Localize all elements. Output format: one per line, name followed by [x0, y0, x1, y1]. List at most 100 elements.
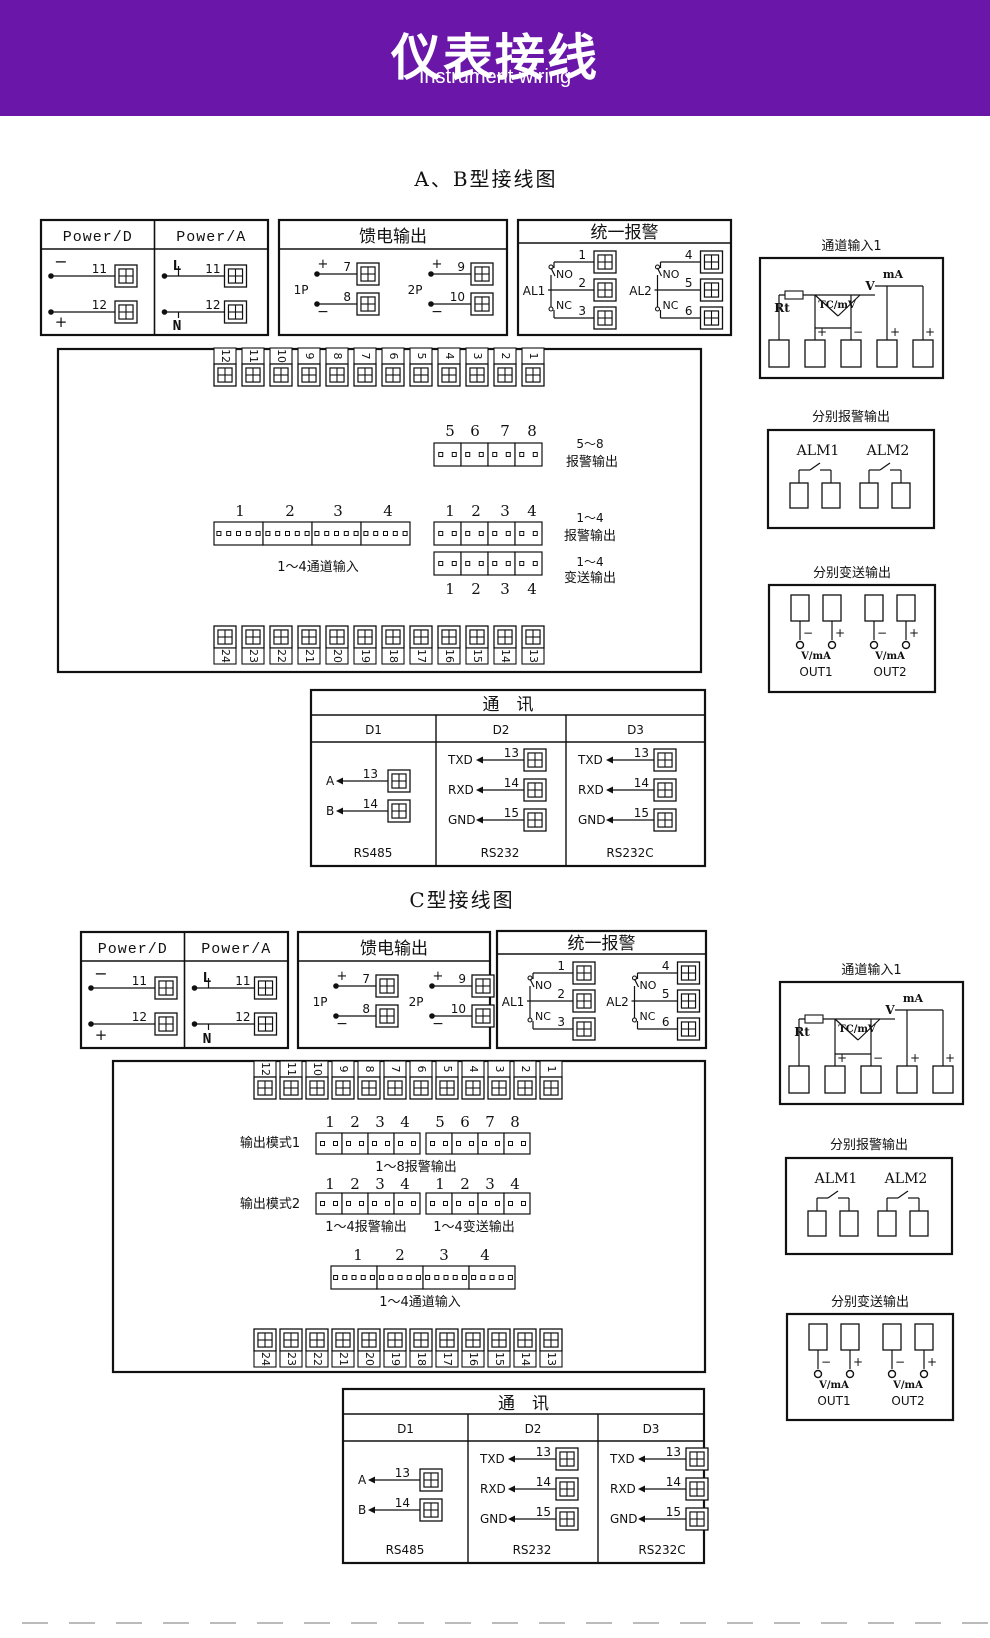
terminal-number: 11	[205, 262, 220, 276]
screw-terminal-icon	[269, 625, 293, 649]
terminal-strip-cell: 11	[241, 347, 265, 387]
input-terminal	[768, 339, 790, 368]
plus-sign: +	[318, 257, 329, 272]
screw-terminal-icon	[357, 1328, 381, 1352]
slot-pin	[398, 1201, 403, 1206]
terminal-number: 22	[311, 1352, 324, 1366]
plus-sign: +	[433, 969, 444, 984]
terminal-tab	[381, 647, 405, 665]
screw-terminal-icon	[653, 808, 677, 832]
terminal-number: 14	[666, 1475, 681, 1489]
slot-number: 5	[445, 422, 455, 440]
output-terminal-body	[808, 1323, 828, 1351]
arrow-icon	[336, 777, 343, 785]
slot-frame	[393, 1192, 421, 1215]
terminal-number: 15	[536, 1505, 551, 1519]
arrow-icon	[476, 786, 483, 794]
slot-pin	[465, 561, 471, 566]
screw-terminal-icon	[353, 625, 377, 649]
slot-pin	[519, 531, 525, 536]
slot-pin	[236, 531, 241, 536]
terminal-strip-cell: 17	[435, 1328, 459, 1368]
terminal-strip-cell: 9	[297, 347, 321, 387]
terminal-tab	[521, 647, 545, 665]
alm-label: ALM2	[866, 443, 910, 459]
wire	[857, 1018, 881, 1041]
terminal-number: 17	[415, 649, 428, 663]
screw-terminal-icon	[572, 961, 596, 985]
screw-terminal-icon	[493, 363, 517, 387]
slot-pin	[461, 1275, 467, 1280]
plus-sign: +	[432, 257, 443, 272]
screw-terminal-icon	[383, 1076, 407, 1100]
terminal-strip-cell: 3	[487, 1060, 511, 1100]
terminal-number: 19	[389, 1352, 402, 1366]
slot-frame	[360, 521, 411, 546]
pin-slot	[367, 1132, 395, 1155]
slot-pin	[505, 561, 511, 566]
live-label: L	[173, 258, 182, 275]
col-d3: D3	[643, 1422, 660, 1436]
slot-pin	[363, 531, 369, 536]
slot-number: 1	[235, 502, 245, 520]
out-label: OUT1	[799, 665, 832, 679]
slot-caption: 1～4变送输出	[433, 1219, 515, 1235]
slot-pin	[508, 1201, 513, 1206]
pin-slot	[213, 521, 264, 546]
terminal-strip-cell: 21	[331, 1328, 355, 1368]
terminal-number: 8	[363, 1066, 376, 1073]
screw-terminal-icon	[676, 961, 701, 985]
slot-pin	[498, 1275, 504, 1280]
terminal-tab	[493, 647, 517, 665]
terminal-strip-cell: 8	[325, 347, 349, 387]
terminal-number: 21	[337, 1352, 350, 1366]
slot-number: 2	[471, 580, 481, 598]
slot-pin	[265, 531, 271, 536]
terminal-tab	[353, 647, 377, 665]
mode-label: 输出模式2	[240, 1196, 300, 1212]
signal-label: RXD	[578, 783, 604, 797]
alm-label: ALM1	[814, 1171, 858, 1187]
terminal-number: 13	[527, 649, 540, 663]
output-terminal-body	[790, 594, 810, 622]
screw-terminal-icon	[356, 262, 380, 286]
terminal-strip-cell: 1	[539, 1060, 563, 1100]
screw-terminal-icon	[653, 748, 677, 772]
input-terminal	[860, 1065, 882, 1094]
screw-terminal-icon	[465, 625, 489, 649]
terminal-strip-cell: 16	[437, 625, 461, 665]
live-label: L	[203, 970, 212, 987]
screw-terminal-icon	[114, 264, 138, 288]
terminal-strip-cell: 5	[409, 347, 433, 387]
terminal-strip-cell: 22	[269, 625, 293, 665]
terminal-number: 14	[536, 1475, 551, 1489]
screw-terminal-icon	[409, 1076, 433, 1100]
terminal-number: 8	[331, 353, 344, 360]
slot-pin	[519, 452, 525, 457]
alarm-output-title: 分别报警输出	[830, 1137, 908, 1153]
relay-terminal	[789, 482, 809, 509]
transmit-title: 分别变送输出	[831, 1294, 909, 1310]
terminal-tab	[269, 647, 293, 665]
minus-sign: −	[431, 304, 443, 320]
terminal-strip-cell: 13	[539, 1328, 563, 1368]
plus-sign: +	[55, 313, 68, 331]
slot-pin	[492, 561, 498, 566]
screw-terminal-icon	[653, 778, 677, 802]
slot-pin	[402, 531, 408, 536]
screw-terminal-icon	[437, 363, 461, 387]
rs232-label: RS232	[481, 846, 520, 860]
page-title: 仪表接线	[391, 29, 599, 87]
slot-frame	[451, 1192, 479, 1215]
terminal-number: 12	[132, 1010, 147, 1024]
slot-pin	[275, 531, 281, 536]
screw-terminal-icon	[593, 250, 617, 274]
signal-label: TXD	[577, 753, 603, 767]
pin-slot	[460, 551, 489, 576]
power-a-label: Power/A	[176, 229, 246, 246]
contact-node	[548, 264, 554, 270]
slot-frame	[487, 442, 516, 467]
